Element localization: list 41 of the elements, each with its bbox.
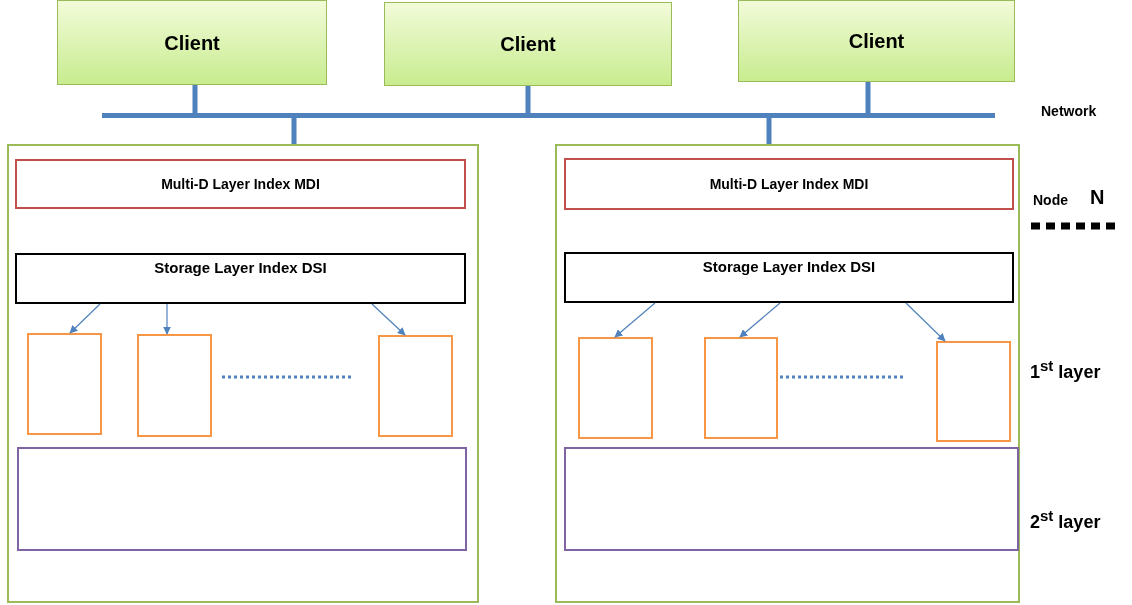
connector-line <box>766 118 772 144</box>
index-box <box>15 159 466 209</box>
client-box <box>738 0 1015 82</box>
client-box <box>57 0 327 85</box>
connector-line <box>865 82 871 113</box>
connector-line <box>291 118 297 144</box>
node-label: Multi-D Layer Index MDI <box>161 175 320 193</box>
layer-label: 1$^{st}$ layer <box>1030 357 1101 383</box>
arrow <box>371 303 406 336</box>
client-box <box>384 2 672 86</box>
arrow <box>739 302 781 338</box>
storage-box <box>137 334 212 437</box>
node-container <box>555 144 1020 603</box>
index-box <box>15 253 466 304</box>
arrow <box>905 302 946 342</box>
storage-box <box>936 341 1011 442</box>
node-label: Storage Layer Index DSI <box>154 259 327 277</box>
arrow <box>69 303 101 334</box>
storage-box <box>27 333 102 435</box>
node-label-text: Node <box>1033 192 1068 208</box>
network-bus <box>102 113 995 118</box>
node-container <box>7 144 479 603</box>
index-box <box>564 252 1014 303</box>
layer-box <box>564 447 1019 551</box>
storage-box <box>378 335 453 437</box>
layer-box <box>17 447 467 551</box>
network-label: Network <box>1041 103 1097 119</box>
index-box <box>564 158 1014 210</box>
node-label: Multi-D Layer Index MDI <box>709 175 869 193</box>
node-label: Client <box>164 30 220 55</box>
storage-box <box>578 337 653 439</box>
node-label: Storage Layer Index DSI <box>702 258 876 276</box>
node-label: Client <box>848 29 905 53</box>
storage-box <box>704 337 778 439</box>
connector-line <box>192 85 198 113</box>
layer-label: 2$^{st}$ layer <box>1030 507 1101 533</box>
arrow <box>614 302 656 338</box>
connector-line <box>525 86 531 113</box>
node-label-text: N <box>1090 186 1105 209</box>
arrow <box>163 303 171 335</box>
node-label: Client <box>500 32 556 56</box>
